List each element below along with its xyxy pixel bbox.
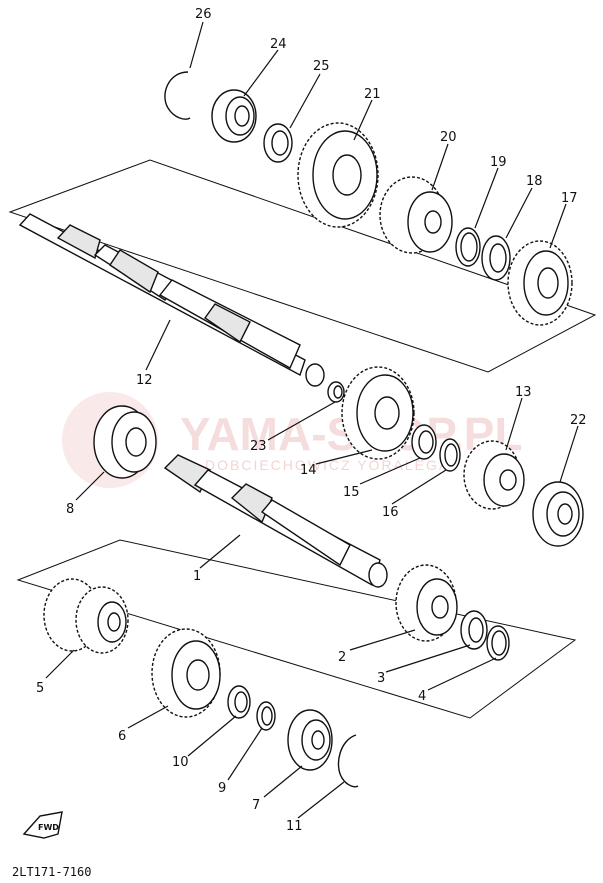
- label-24: 24: [270, 37, 287, 52]
- label-5: 5: [36, 681, 44, 696]
- label-18: 18: [526, 174, 543, 189]
- label-10: 10: [172, 755, 189, 770]
- part-9-circlip: [256, 701, 276, 731]
- label-8: 8: [66, 502, 74, 517]
- part-7-bearing: [287, 709, 333, 771]
- label-13: 13: [515, 385, 532, 400]
- part-24-bearing: [211, 89, 257, 143]
- part-14-gear: [341, 366, 415, 460]
- fwd-label: FWD: [38, 823, 59, 832]
- fwd-arrow-icon: FWD: [22, 811, 63, 839]
- part-5-gear: [43, 578, 129, 654]
- part-2-gear: [395, 564, 458, 642]
- label-7: 7: [252, 798, 260, 813]
- part-13-gear: [463, 440, 525, 510]
- label-6: 6: [118, 729, 126, 744]
- label-19: 19: [490, 155, 507, 170]
- part-15-washer: [411, 424, 437, 460]
- upper-assembly-frame: [8, 159, 597, 373]
- label-15: 15: [343, 485, 360, 500]
- part-21-gear: [297, 122, 379, 228]
- part-4-circlip: [486, 625, 510, 661]
- part-17-gear: [507, 240, 573, 326]
- leader-lines: [45, 21, 579, 819]
- watermark-subtitle: DOBCIECHOWICZ YORALEGA: [205, 457, 450, 473]
- label-16: 16: [382, 505, 399, 520]
- part-22-bearing: [532, 481, 584, 547]
- label-26: 26: [195, 7, 212, 22]
- part-19-circlip: [455, 227, 481, 267]
- part-25-washer: [263, 123, 293, 163]
- label-14: 14: [300, 463, 317, 478]
- part-8-bearing: [93, 405, 157, 479]
- part-18-washer: [481, 235, 511, 281]
- part-1-drive-axle: [163, 454, 388, 588]
- part-16-circlip: [439, 438, 461, 472]
- label-9: 9: [218, 781, 226, 796]
- label-12: 12: [136, 373, 153, 388]
- part-labels: 26 24 25 21 20 19 18 17 12 23 14 15 16 1…: [36, 7, 587, 834]
- label-4: 4: [418, 689, 426, 704]
- label-23: 23: [250, 439, 267, 454]
- label-22: 22: [570, 413, 587, 428]
- part-20-gear: [379, 176, 453, 254]
- part-6-gear: [151, 628, 221, 718]
- label-11: 11: [286, 819, 303, 834]
- label-25: 25: [313, 59, 330, 74]
- label-3: 3: [377, 671, 385, 686]
- part-26-circlip: [164, 71, 191, 120]
- label-20: 20: [440, 130, 457, 145]
- part-3-washer: [460, 610, 488, 650]
- label-17: 17: [561, 191, 578, 206]
- label-21: 21: [364, 87, 381, 102]
- part-12-main-axle: [18, 213, 325, 387]
- label-1: 1: [193, 569, 201, 584]
- part-10-washer: [227, 685, 251, 719]
- lower-assembly-frame: [16, 539, 577, 719]
- diagram-code: 2LT171-7160: [12, 865, 91, 879]
- part-11-circlip: [337, 734, 359, 788]
- part-23-collar: [327, 381, 345, 403]
- label-2: 2: [338, 650, 346, 665]
